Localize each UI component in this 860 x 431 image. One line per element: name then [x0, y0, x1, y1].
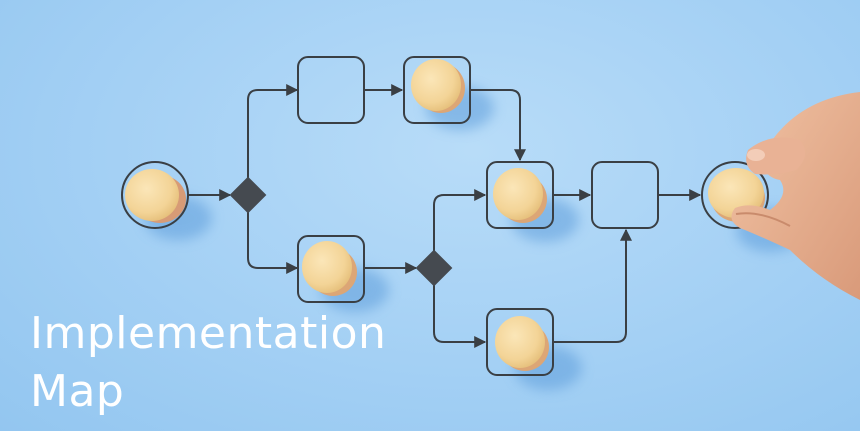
end-node [701, 161, 769, 229]
process-box [297, 235, 365, 303]
headline-line-2: Map [30, 366, 125, 417]
connector [433, 285, 487, 348]
wooden-token-icon [493, 168, 547, 223]
connector [433, 189, 487, 251]
process-box [297, 56, 365, 124]
connector [554, 228, 632, 343]
wooden-token-icon [411, 59, 465, 113]
connector [247, 212, 299, 274]
decision-diamond-icon [415, 249, 453, 287]
wooden-token-icon [125, 169, 186, 223]
start-node [121, 161, 189, 229]
process-box [486, 308, 554, 376]
hand-icon [731, 92, 860, 300]
process-box [403, 56, 471, 124]
decision-diamond-icon [229, 176, 267, 214]
process-box [486, 161, 554, 229]
wooden-token-icon [495, 316, 549, 371]
process-box [591, 161, 659, 229]
headline-line-1: Implementation [30, 308, 387, 359]
connector [247, 84, 299, 178]
connector [471, 89, 526, 162]
wooden-token-icon [302, 241, 357, 296]
